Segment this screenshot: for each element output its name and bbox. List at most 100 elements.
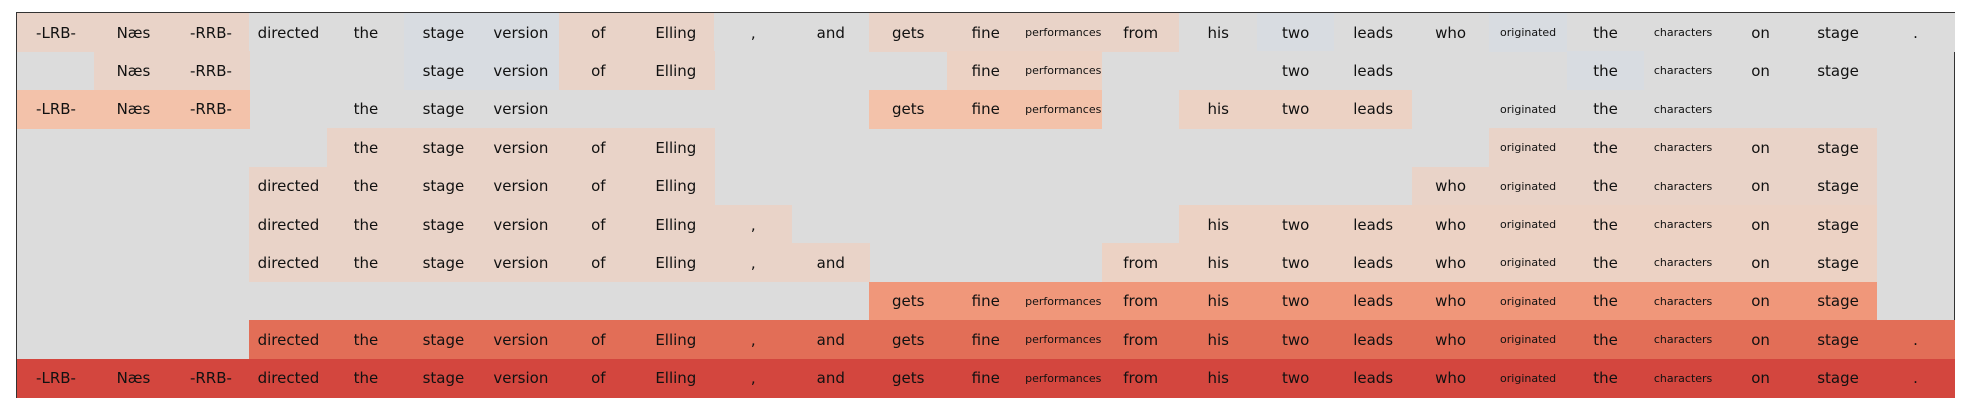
token-cell: two bbox=[1256, 281, 1335, 321]
token-cell: leads bbox=[1334, 281, 1413, 321]
token-cell: stage bbox=[1799, 320, 1878, 360]
token-cell: two bbox=[1256, 205, 1335, 244]
token-cell: originated bbox=[1489, 13, 1568, 52]
token-cell: on bbox=[1721, 13, 1800, 52]
token-cell: the bbox=[326, 358, 405, 398]
token-cell: version bbox=[481, 51, 560, 91]
token-cell: from bbox=[1101, 358, 1180, 398]
token-cell: characters bbox=[1644, 358, 1723, 398]
token-cell: of bbox=[559, 51, 638, 91]
token-cell: the bbox=[1566, 205, 1645, 244]
token-cell: who bbox=[1411, 205, 1490, 244]
token-cell: version bbox=[481, 89, 560, 129]
token-cell: the bbox=[326, 13, 405, 52]
token-cell: originated bbox=[1489, 205, 1568, 244]
token-cell: who bbox=[1411, 243, 1490, 283]
token-cell: leads bbox=[1334, 13, 1413, 52]
token-cell: leads bbox=[1334, 205, 1413, 244]
token-cell: on bbox=[1721, 128, 1800, 168]
token-cell: performances bbox=[1024, 320, 1103, 360]
token-cell: stage bbox=[404, 243, 483, 283]
token-cell: version bbox=[481, 320, 560, 360]
token-cell: of bbox=[559, 166, 638, 206]
token-cell: fine bbox=[946, 13, 1025, 52]
token-cell: who bbox=[1411, 166, 1490, 206]
token-cell: two bbox=[1256, 13, 1335, 52]
token-cell: the bbox=[1566, 358, 1645, 398]
token-cell: , bbox=[714, 320, 793, 360]
token-cell: originated bbox=[1489, 166, 1568, 206]
token-cell: fine bbox=[946, 89, 1025, 129]
token-cell: Elling bbox=[636, 205, 715, 244]
token-cell: originated bbox=[1489, 358, 1568, 398]
token-cell: the bbox=[1566, 243, 1645, 283]
token-cell: stage bbox=[1799, 358, 1878, 398]
token-cell: the bbox=[1566, 281, 1645, 321]
token-cell: gets bbox=[869, 281, 948, 321]
token-cell: stage bbox=[404, 320, 483, 360]
token-cell: and bbox=[791, 243, 870, 283]
token-cell: Elling bbox=[636, 128, 715, 168]
token-cell: -RRB- bbox=[171, 51, 250, 91]
token-cell: version bbox=[481, 243, 560, 283]
token-cell: characters bbox=[1644, 243, 1723, 283]
token-cell: on bbox=[1721, 166, 1800, 206]
token-cell: originated bbox=[1489, 281, 1568, 321]
token-cell: who bbox=[1411, 320, 1490, 360]
token-cell: , bbox=[714, 13, 793, 52]
token-cell: performances bbox=[1024, 51, 1103, 91]
token-cell: version bbox=[481, 205, 560, 244]
token-cell: of bbox=[559, 320, 638, 360]
token-cell: characters bbox=[1644, 205, 1723, 244]
token-cell: on bbox=[1721, 320, 1800, 360]
token-cell: stage bbox=[1799, 281, 1878, 321]
token-cell: the bbox=[1566, 89, 1645, 129]
token-cell: directed bbox=[249, 13, 328, 52]
token-cell: two bbox=[1256, 243, 1335, 283]
token-cell: characters bbox=[1644, 128, 1723, 168]
token-cell: directed bbox=[249, 243, 328, 283]
token-cell: , bbox=[714, 358, 793, 398]
token-cell: and bbox=[791, 13, 870, 52]
token-cell: stage bbox=[1799, 166, 1878, 206]
token-cell: Elling bbox=[636, 166, 715, 206]
token-cell: who bbox=[1411, 281, 1490, 321]
token-cell: from bbox=[1101, 320, 1180, 360]
token-cell: . bbox=[1876, 320, 1955, 360]
token-cell: the bbox=[326, 243, 405, 283]
token-cell: stage bbox=[404, 358, 483, 398]
token-cell: originated bbox=[1489, 128, 1568, 168]
token-cell: performances bbox=[1024, 281, 1103, 321]
token-cell: -RRB- bbox=[171, 13, 250, 52]
token-cell: -RRB- bbox=[171, 358, 250, 398]
token-cell: the bbox=[1566, 128, 1645, 168]
token-cell: gets bbox=[869, 320, 948, 360]
token-cell: fine bbox=[946, 358, 1025, 398]
token-cell: leads bbox=[1334, 320, 1413, 360]
token-cell: originated bbox=[1489, 89, 1568, 129]
token-cell: and bbox=[791, 320, 870, 360]
token-cell: the bbox=[1566, 166, 1645, 206]
token-cell: stage bbox=[404, 205, 483, 244]
token-cell: performances bbox=[1024, 89, 1103, 129]
token-cell: Næs bbox=[94, 358, 173, 398]
token-cell: Elling bbox=[636, 320, 715, 360]
token-cell: -RRB- bbox=[171, 89, 250, 129]
token-cell: -LRB- bbox=[17, 358, 95, 398]
token-cell: stage bbox=[404, 51, 483, 91]
token-cell: the bbox=[1566, 320, 1645, 360]
token-cell: his bbox=[1179, 13, 1258, 52]
token-cell: stage bbox=[1799, 205, 1878, 244]
token-cell: the bbox=[326, 128, 405, 168]
token-cell: gets bbox=[869, 13, 948, 52]
token-cell: two bbox=[1256, 51, 1335, 91]
